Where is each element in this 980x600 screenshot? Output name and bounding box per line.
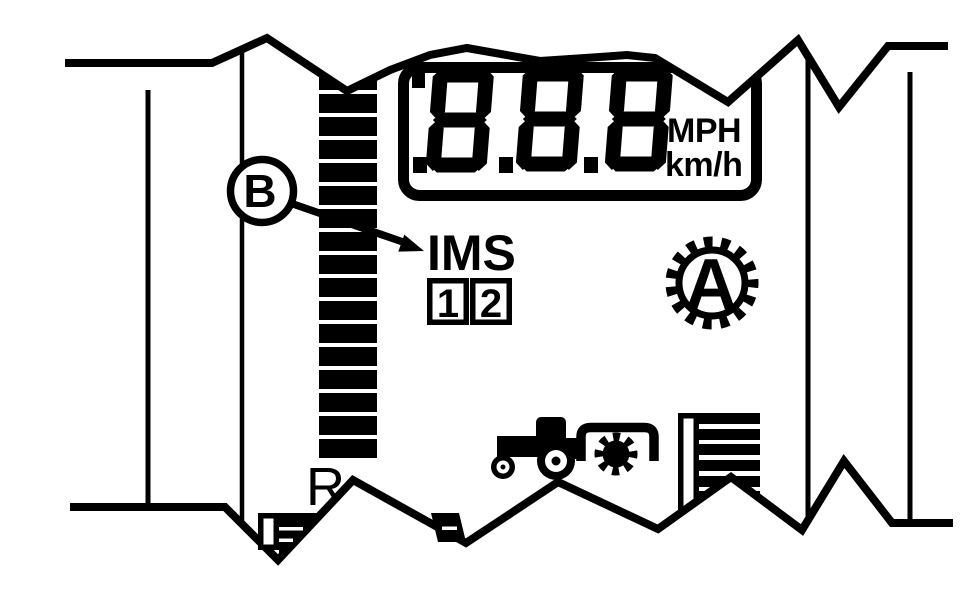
ims-label: IMS [427,225,516,281]
tractor-icon [491,417,577,480]
seven-segment-digit [604,67,673,172]
fragment-pointer [258,513,279,550]
bar-graph-block-icon [678,413,760,519]
torn-edge-bottom [70,453,953,566]
ims-indicator: IMS 1 2 [427,225,516,326]
ims-box-2 [470,278,512,325]
kmh-label: km/h [665,146,742,184]
seven-segment-digit [515,67,584,172]
gear-teeth [665,236,759,330]
fragment-stripe-gap [279,527,303,531]
bar-graph-stripes [698,413,760,502]
auto-gear-icon: A [665,236,759,330]
fragment-stripes-left [279,513,322,562]
callout-b: B [226,155,424,252]
tractor-hood [497,436,543,457]
decimal-point [413,157,427,173]
torn-edge-top [65,33,948,114]
panel-content: MPH km/h IMS 1 2 A [145,44,913,545]
segment-fragment [412,67,425,88]
mph-label: MPH [667,112,741,150]
bar-graph-column-icon [319,71,377,458]
pto-implement-icon [576,422,659,476]
fragment-stripe-gap [442,526,457,530]
tractor-front-hub [500,464,506,470]
pto-gear-teeth [594,432,638,476]
gear-ring [675,246,749,320]
fragment-stripe-gap [279,538,293,542]
callout-arrow-shaft [291,200,405,246]
tractor-rear-hub [551,456,561,466]
torn-fragment-bar-graph [258,513,466,562]
callout-b-circle [226,155,298,227]
ims-box-2-number: 2 [480,282,502,326]
callout-b-letter: B [243,165,276,217]
seven-segment-digit [425,68,494,173]
speed-display-frame [398,62,762,201]
seven-segment-digits [412,67,673,173]
ims-box-1-number: 1 [437,282,459,326]
auto-gear-letter: A [685,245,737,325]
decimal-point [584,157,598,173]
speed-display: MPH km/h [398,62,762,201]
callout-arrow-head [398,234,424,252]
pto-gear-icon [602,440,630,468]
ims-box-1 [427,278,469,325]
implement-frame-icon [576,422,659,461]
decimal-point [499,157,513,173]
